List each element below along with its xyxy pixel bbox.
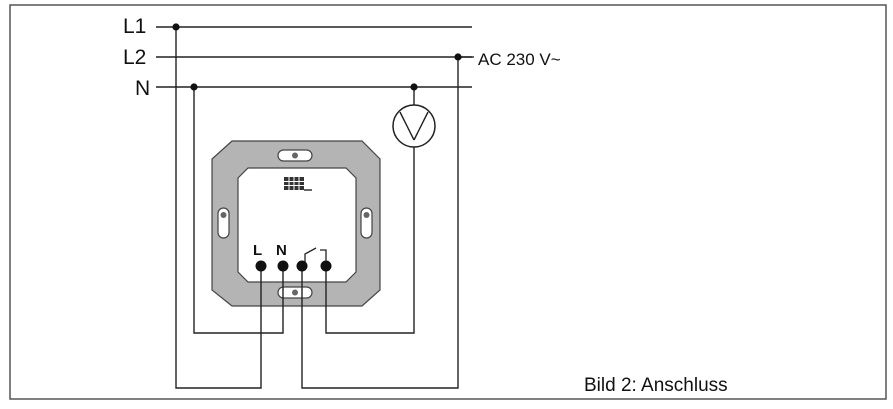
supply-voltage-label: AC 230 V~ [478,50,561,69]
bus-label-l1: L1 [123,15,146,38]
slot-screw-holes [220,152,370,296]
junction-l1 [172,23,180,31]
terminal-n [277,260,289,272]
figure-caption: Bild 2: Anschluss [584,375,728,396]
screw-hole-top [292,152,298,159]
screw-hole-left [220,212,227,218]
bus-label-l2: L2 [123,46,146,69]
wire-l1-to-l-terminal [175,27,262,389]
junction-l2 [454,53,462,61]
keypad-icon [284,177,312,191]
terminal-screws [255,260,332,272]
terminal-relay-out [320,260,332,272]
lamp-icon [392,104,436,148]
terminal-relay-in [296,260,308,272]
junction-dots [172,23,462,91]
wire-relay-to-lamp [325,147,415,334]
relay-contact-icon [304,247,327,264]
bus-label-n: N [135,77,150,100]
wire-l2-to-relay [301,57,459,389]
diagram-frame [9,4,887,400]
screw-hole-right [363,212,370,218]
junction-n-lamp [410,83,418,91]
screw-hole-bottom [292,289,298,296]
terminal-label-n: N [276,242,287,259]
junction-n-left [190,83,198,91]
terminal-l [255,260,267,272]
bus-lines [156,26,472,88]
terminal-label-l: L [253,242,262,259]
wire-n-to-n-terminal [193,87,284,334]
wires [175,27,459,389]
